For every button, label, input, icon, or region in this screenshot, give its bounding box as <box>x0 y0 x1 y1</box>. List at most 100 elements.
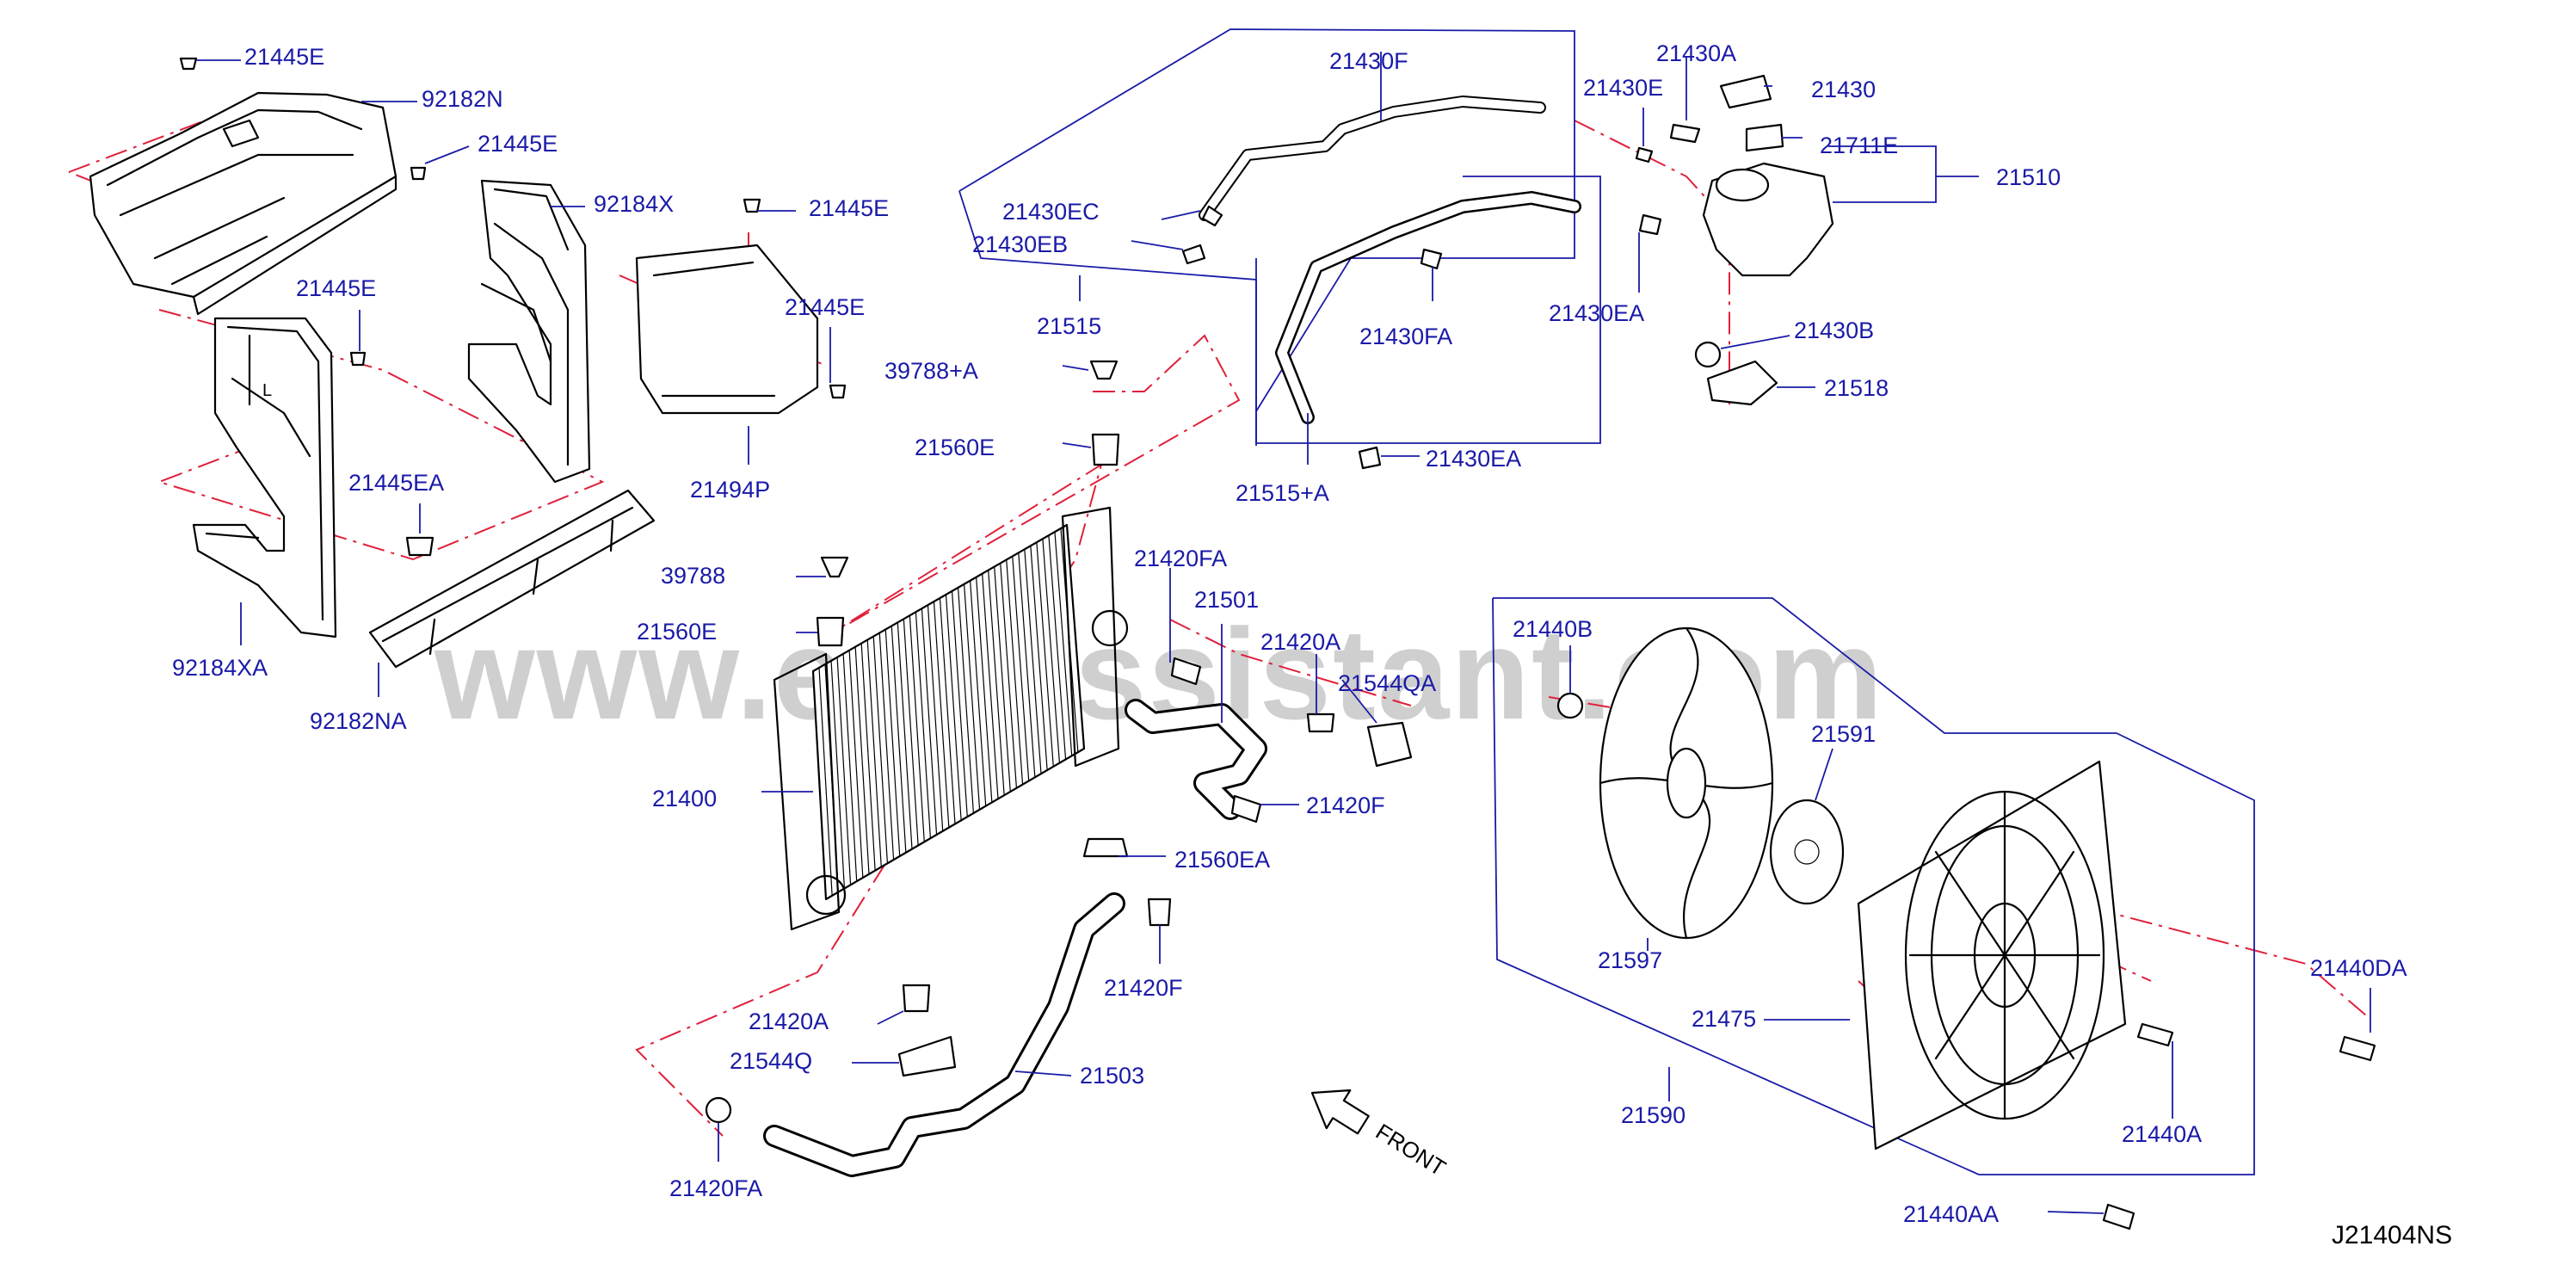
radiator-fin <box>891 626 907 853</box>
radiator-fin <box>1012 556 1030 781</box>
hose-upper-radiator <box>1125 699 1267 820</box>
callout-21503: 21503 <box>1080 1063 1144 1089</box>
callout-21430EB: 21430EB <box>972 231 1068 257</box>
callout-21445E-d: 21445E <box>296 275 376 301</box>
hose-upper <box>1199 96 1546 221</box>
callout-21501: 21501 <box>1194 587 1259 613</box>
radiator-fin <box>860 643 876 871</box>
callout-21430: 21430 <box>1811 77 1876 102</box>
callout-21518: 21518 <box>1824 375 1889 401</box>
radiator-fin <box>903 619 919 846</box>
radiator-fin <box>1036 542 1054 767</box>
air-guide-lower <box>368 489 656 669</box>
leader-lines <box>196 52 2371 1214</box>
callout-21430EA-b: 21430EA <box>1426 446 1521 472</box>
radiator-core <box>773 506 1129 931</box>
callout-92182NA: 92182NA <box>310 708 407 734</box>
radiator-fin <box>982 573 999 799</box>
callout-21420F-a: 21420F <box>1306 793 1385 818</box>
callout-21515A: 21515+A <box>1236 480 1329 506</box>
radiator-fin <box>1024 549 1042 774</box>
callout-39788: 39788 <box>661 563 725 589</box>
fan-motor <box>1769 799 1845 905</box>
callout-92184XA: 92184XA <box>172 655 268 681</box>
radiator-fin <box>1054 532 1073 756</box>
radiator-fin <box>1030 546 1048 771</box>
callout-39788A: 39788+A <box>884 358 978 384</box>
radiator-panel <box>635 244 819 415</box>
radiator-fin <box>927 605 944 831</box>
callout-21440AA: 21440AA <box>1903 1201 1999 1227</box>
radiator-fin <box>830 660 846 889</box>
radiator-fin <box>836 657 852 885</box>
callout-21560E-a: 21560E <box>915 435 995 460</box>
reservoir-tank <box>1702 74 1834 277</box>
callout-21445E-a: 21445E <box>244 44 324 70</box>
callout-21515: 21515 <box>1037 313 1101 339</box>
callout-21430EC: 21430EC <box>1002 199 1100 225</box>
hose-sub-outline <box>1255 176 1601 444</box>
air-guide-side-right <box>467 179 591 484</box>
callout-21440B: 21440B <box>1513 616 1593 642</box>
radiator-fin <box>988 570 1005 796</box>
callout-92182N: 92182N <box>422 86 503 112</box>
radiator-fin <box>866 639 882 867</box>
hose-lower-radiator <box>763 892 1125 1177</box>
radiator-fin <box>1048 535 1067 760</box>
air-guide-side-left: L <box>192 317 337 638</box>
callout-21420FA-a: 21420FA <box>1134 546 1227 571</box>
callout-21445EA: 21445EA <box>348 470 444 496</box>
radiator-fin <box>945 594 962 821</box>
callout-21544Q: 21544Q <box>730 1048 812 1074</box>
callout-21420F-b: 21420F <box>1104 975 1183 1001</box>
air-guide-upper <box>89 91 397 316</box>
radiator-fin <box>1042 539 1061 763</box>
callout-21440DA: 21440DA <box>2310 955 2407 981</box>
callout-21590: 21590 <box>1621 1102 1685 1128</box>
radiator-fin <box>897 622 913 849</box>
radiator-fin <box>818 667 833 896</box>
radiator-fin <box>1066 524 1085 750</box>
callout-21430FA: 21430FA <box>1359 324 1452 349</box>
front-label: FRONT <box>1371 1119 1451 1181</box>
radiator-fin <box>915 612 932 839</box>
radiator-fin <box>963 583 981 810</box>
radiator-fin <box>1000 563 1018 788</box>
callout-21430A: 21430A <box>1656 40 1736 66</box>
callouts: 21445E 92182N 21445E 92184X 21445E 21445… <box>172 40 2407 1227</box>
svg-text:L: L <box>262 381 272 400</box>
callout-21494P: 21494P <box>690 477 770 503</box>
callout-21400: 21400 <box>652 786 717 811</box>
radiator-fin <box>994 566 1011 793</box>
radiator-fin <box>957 587 975 814</box>
radiator-fin <box>884 629 901 857</box>
radiator-fin <box>854 646 870 874</box>
radiator-fin <box>1018 552 1036 778</box>
radiator-fin <box>812 670 827 900</box>
radiator-fin <box>939 597 956 824</box>
diagram-code: J21404NS <box>2332 1221 2452 1249</box>
callout-21420A-b: 21420A <box>749 1009 829 1034</box>
callout-21440A: 21440A <box>2122 1121 2202 1147</box>
callout-21475: 21475 <box>1692 1006 1756 1032</box>
callout-21430B: 21430B <box>1794 318 1874 343</box>
fan-blade <box>1599 626 1774 940</box>
bracket-21518 <box>1706 360 1778 406</box>
callout-21711E: 21711E <box>1820 133 1898 158</box>
callout-21591: 21591 <box>1811 721 1876 747</box>
callout-21544QA: 21544QA <box>1338 670 1436 696</box>
radiator-fin <box>933 601 950 828</box>
radiator-fin <box>909 615 925 842</box>
callout-21420A-a: 21420A <box>1260 629 1340 655</box>
fan-shroud <box>1857 760 2127 1151</box>
front-arrow <box>1310 1089 1370 1135</box>
radiator-fin <box>1006 559 1024 785</box>
callout-21430EA-a: 21430EA <box>1549 300 1644 326</box>
radiator-fin <box>976 577 993 803</box>
hose-overflow <box>1275 191 1581 424</box>
callout-21445E-e: 21445E <box>785 294 865 320</box>
fasteners <box>179 57 2376 1231</box>
callout-21430F: 21430F <box>1329 48 1408 74</box>
callout-21560E-b: 21560E <box>637 619 717 645</box>
